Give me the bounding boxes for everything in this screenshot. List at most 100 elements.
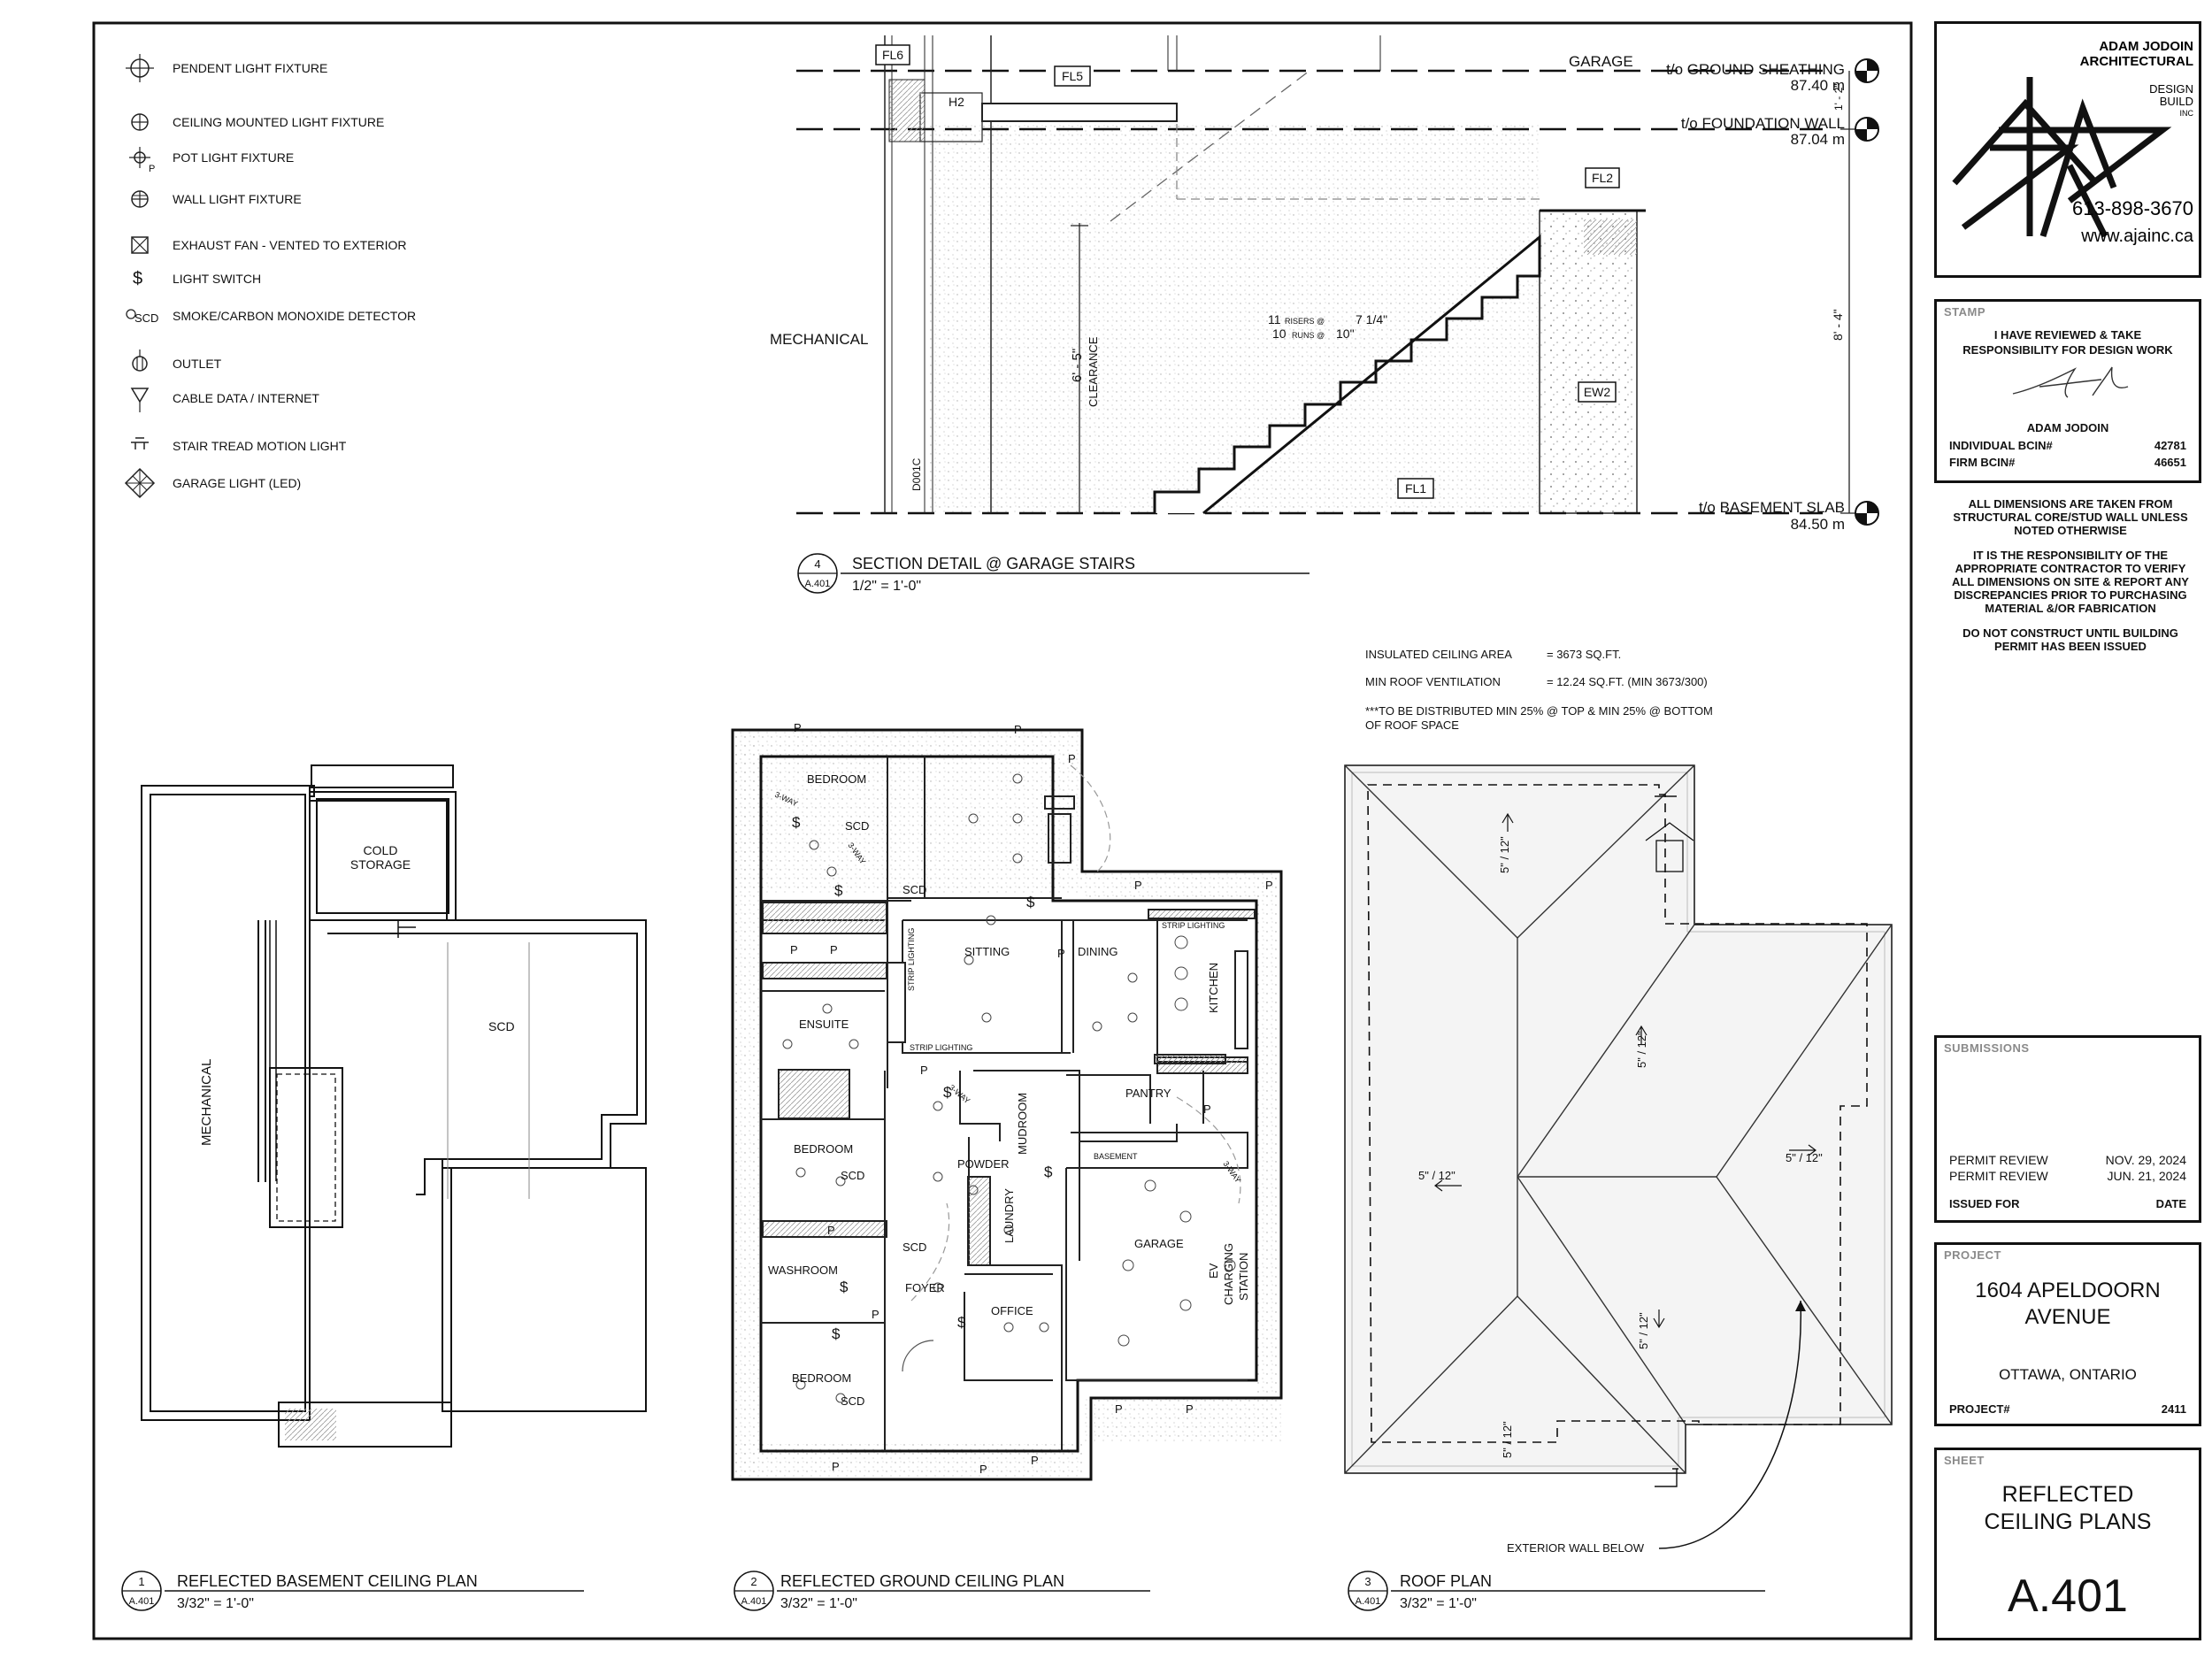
logo-name-2: ARCHITECTURAL xyxy=(2080,54,2193,69)
outlet-p: P xyxy=(1115,1402,1123,1416)
room-ensuite: ENSUITE xyxy=(799,1018,849,1031)
light-switch-icon: $ xyxy=(1044,1164,1053,1180)
project-label: PROJECT xyxy=(1944,1248,2001,1262)
room-powder: POWDER xyxy=(957,1157,1010,1171)
note-line: NOTED OTHERWISE xyxy=(2014,524,2127,537)
top-dimension: 1' - 2" xyxy=(1832,83,1845,111)
strip-lighting-label: STRIP LIGHTING xyxy=(910,1043,972,1052)
stair-light-icon xyxy=(131,437,149,449)
sheet-border xyxy=(92,21,1913,1640)
project-panel: PROJECT 1604 APELDOORN AVENUE OTTAWA, ON… xyxy=(1934,1242,2201,1426)
firm-bcin-value: 46651 xyxy=(2154,456,2186,469)
station-label: STATION xyxy=(1237,1253,1250,1301)
submission-type: PERMIT REVIEW xyxy=(1949,1169,2048,1183)
tag-fl1: FL1 xyxy=(1405,481,1426,495)
risers-small: RISERS @ xyxy=(1285,317,1325,326)
room-pantry: PANTRY xyxy=(1125,1087,1171,1100)
individual-bcin-label: INDIVIDUAL BCIN# xyxy=(1949,439,2053,452)
legend-label: CEILING MOUNTED LIGHT FIXTURE xyxy=(173,115,384,129)
legend-label: EXHAUST FAN - VENTED TO EXTERIOR xyxy=(173,238,407,252)
elevation-marker xyxy=(1855,501,1879,526)
note-line: MATERIAL &/OR FABRICATION xyxy=(1985,602,2156,615)
title-ref: A.401 xyxy=(741,1596,767,1607)
risers-dimension: 7 1/4" xyxy=(1356,312,1387,326)
roof-slope: 5" / 12" xyxy=(1786,1151,1823,1164)
light-switch-icon: $ xyxy=(792,814,801,831)
light-switch-icon: $ xyxy=(834,882,843,899)
outlet-p: P xyxy=(1068,752,1076,765)
scd-label: SCD xyxy=(841,1394,864,1408)
clearance-label: CLEARANCE xyxy=(1087,336,1100,407)
sheathing-elev: 87.40 m xyxy=(1791,77,1845,94)
logo-build: BUILD xyxy=(2160,95,2193,108)
legend: PENDENT LIGHT FIXTURE CEILING MOUNTED LI… xyxy=(124,54,416,499)
ventilation-notes: INSULATED CEILING AREA = 3673 SQ.FT. MIN… xyxy=(1365,648,1713,732)
light-switch-icon: $ xyxy=(943,1084,952,1101)
pendent-light-icon xyxy=(126,54,154,82)
logo-website: www.ajainc.ca xyxy=(2080,227,2194,246)
section-detail: FL6 FL5 FL2 FL1 EW2 H2 D001C GARAGE t/o … xyxy=(770,35,1879,533)
issued-for-header: ISSUED FOR xyxy=(1949,1197,2020,1210)
legend-label: LIGHT SWITCH xyxy=(173,272,261,286)
scd-label: SCD xyxy=(902,1240,926,1254)
garage-light-icon xyxy=(124,467,156,499)
scd-label: SCD xyxy=(841,1169,864,1182)
stamp-line-1: I HAVE REVIEWED & TAKE xyxy=(1993,328,2142,342)
outlet-icon xyxy=(132,349,148,372)
date-header: DATE xyxy=(2155,1197,2186,1210)
title-scale: 3/32" = 1'-0" xyxy=(1400,1596,1477,1611)
stamp-name: ADAM JODOIN xyxy=(2026,421,2109,434)
tag-fl5: FL5 xyxy=(1062,69,1083,83)
title-text: SECTION DETAIL @ GARAGE STAIRS xyxy=(852,555,1135,572)
light-switch-icon: $ xyxy=(133,269,142,288)
title-ref: A.401 xyxy=(805,579,831,589)
strip-lighting-vertical: STRIP LIGHTING xyxy=(907,928,916,991)
roof-plan: 5" / 12" 5" / 12" 5" / 12" 5" / 12" 5" /… xyxy=(1344,764,1893,1555)
stamp-label: STAMP xyxy=(1944,305,1986,319)
risers-count: 11 xyxy=(1268,312,1281,326)
sheathing-label: t/o GROUND SHEATHING xyxy=(1666,61,1845,78)
scd-label: SCD xyxy=(845,819,869,833)
room-mudroom: MUDROOM xyxy=(1016,1093,1029,1155)
stamp-line-2: RESPONSIBILITY FOR DESIGN WORK xyxy=(1962,343,2173,357)
area-label: INSULATED CEILING AREA xyxy=(1365,648,1512,661)
sheet-label: SHEET xyxy=(1944,1454,1985,1467)
logo-inc: INC xyxy=(2180,109,2194,118)
light-switch-icon: $ xyxy=(1026,894,1035,910)
drawing-title-4: 4 A.401 SECTION DETAIL @ GARAGE STAIRS 1… xyxy=(797,553,1310,594)
roof-slope: 5" / 12" xyxy=(1635,1031,1648,1068)
exterior-wall-note: EXTERIOR WALL BELOW xyxy=(1507,1541,1645,1555)
outlet-p: P xyxy=(1031,1454,1039,1467)
note-line: ALL DIMENSIONS ON SITE & REPORT ANY xyxy=(1952,575,2189,588)
note-line: DO NOT CONSTRUCT UNTIL BUILDING xyxy=(1962,626,2178,640)
project-city: OTTAWA, ONTARIO xyxy=(1999,1366,2137,1383)
title-text: REFLECTED GROUND CEILING PLAN xyxy=(780,1572,1064,1590)
drawing-title-3: 3 A.401 ROOF PLAN 3/32" = 1'-0" xyxy=(1348,1571,1765,1611)
submissions-label: SUBMISSIONS xyxy=(1944,1041,2030,1055)
project-address-2: AVENUE xyxy=(2024,1305,2111,1329)
slab-label: t/o BASEMENT SLAB xyxy=(1699,499,1845,516)
title-number: 1 xyxy=(138,1575,144,1588)
individual-bcin-value: 42781 xyxy=(2154,439,2186,452)
outlet-p: P xyxy=(920,1064,928,1077)
light-switch-icon: $ xyxy=(832,1325,841,1342)
tag-d001c: D001C xyxy=(910,457,923,491)
note-line: ALL DIMENSIONS ARE TAKEN FROM xyxy=(1968,497,2173,511)
company-logo: ADAM JODOIN ARCHITECTURAL DESIGN BUILD I… xyxy=(1952,39,2194,246)
logo-design: DESIGN xyxy=(2149,82,2193,96)
outlet-p: P xyxy=(827,1224,835,1237)
right-dimension: 8' - 4" xyxy=(1831,309,1845,341)
submission-date: JUN. 21, 2024 xyxy=(2107,1169,2187,1183)
exhaust-fan-icon xyxy=(131,236,149,254)
ev-label: EV xyxy=(1207,1263,1220,1279)
foundation-elev: 87.04 m xyxy=(1791,131,1845,148)
title-ref: A.401 xyxy=(1356,1596,1381,1607)
sheet-title-2: CEILING PLANS xyxy=(1984,1509,2152,1534)
legend-label: CABLE DATA / INTERNET xyxy=(173,391,319,405)
note-line: PERMIT HAS BEEN ISSUED xyxy=(1994,640,2147,653)
room-washroom: WASHROOM xyxy=(768,1263,838,1277)
section-garage-label: GARAGE xyxy=(1569,53,1633,70)
scd-label: SCD xyxy=(902,883,926,896)
ground-plan: BEDROOM SITTING DINING KITCHEN ENSUITE P… xyxy=(731,721,1283,1481)
submission-type: PERMIT REVIEW xyxy=(1949,1153,2048,1167)
